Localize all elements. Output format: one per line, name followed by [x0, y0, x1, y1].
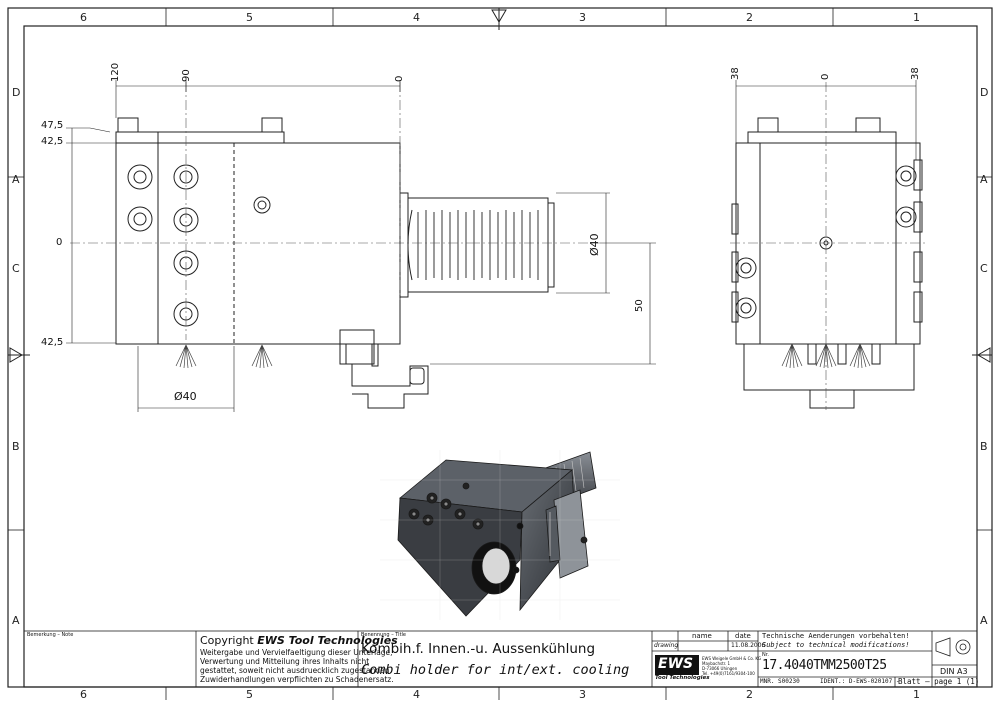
copyright-prefix: Copyright [200, 634, 258, 647]
zone-top-6: 6 [80, 11, 87, 24]
zone-bottom-3: 3 [579, 688, 586, 701]
dim-90: 90 [181, 69, 192, 82]
notice-english: Subject to technical modifications! [762, 641, 910, 649]
copyright-line-1: Weitergabe und Vervielfaeltigung dieser … [200, 648, 393, 657]
copyright-brand: EWS Tool Technologies [257, 634, 398, 647]
title-german: Kombih.f. Innen.-u. Aussenkühlung [361, 641, 596, 657]
zone-bottom-4: 4 [413, 688, 420, 701]
dim-0-left: 0 [56, 237, 63, 248]
company-line-1: EWS Weigele GmbH & Co. KG [702, 656, 762, 661]
dim-50: 50 [634, 299, 645, 312]
zone-left-c: C [12, 262, 20, 275]
part-number: 17.4040TMM2500T25 [762, 658, 887, 673]
dim-42-5-bottom: 42,5 [41, 337, 64, 348]
zone-bottom-6: 6 [80, 688, 87, 701]
zone-bottom-2: 2 [746, 688, 753, 701]
paper-format: DIN A3 [940, 667, 968, 676]
zone-top-1: 1 [913, 11, 920, 24]
nr-label: Nr. [762, 652, 769, 658]
dim-38-left: 38 [730, 67, 741, 80]
ews-logo-sub: Tool Technologies [655, 675, 710, 681]
zone-left-b: B [12, 440, 20, 453]
col-name: name [692, 632, 712, 640]
ews-logo: EWS [658, 656, 694, 672]
zone-top-2: 2 [746, 11, 753, 24]
company-line-4: Tel. +49(0)7161/9304-100 [702, 671, 755, 676]
notice-german: Technische Aenderungen vorbehalten! [762, 632, 910, 640]
dim-0-side: 0 [820, 73, 831, 80]
zone-bottom-1: 1 [913, 688, 920, 701]
zone-left-d: D [12, 86, 21, 99]
zone-left-a1: A [12, 173, 20, 186]
dim-120: 120 [110, 62, 121, 82]
dim-47-5: 47,5 [41, 120, 64, 131]
dim-38-right: 38 [910, 67, 921, 80]
col-date: date [735, 632, 751, 640]
zone-right-b: B [980, 440, 988, 453]
zone-bottom-5: 5 [246, 688, 253, 701]
company-line-2: Maybachstr. 1 [702, 661, 731, 666]
zone-right-c: C [980, 262, 988, 275]
copyright-heading: Copyright EWS Tool Technologies [200, 634, 398, 647]
company-line-3: D-73066 Uhingen [702, 666, 738, 671]
drawing-date: 11.08.2006 [731, 642, 766, 649]
remark-label: Bemerkung – Note [27, 632, 74, 638]
mnr: MNR. S00230 [760, 678, 800, 685]
copyright-line-4: Zuwiderhandlungen verpflichten zu Schade… [200, 675, 394, 684]
dim-0-front: 0 [394, 75, 405, 82]
ident: IDENT.: D-EWS-020107 - [820, 678, 900, 685]
zone-right-d: D [980, 86, 989, 99]
designation-label: Benennung – Title [361, 632, 406, 638]
zone-top-5: 5 [246, 11, 253, 24]
sheet-number: Blatt – page 1 (1) [898, 677, 980, 686]
copyright-line-3: gestattet, soweit nicht ausdruecklich zu… [200, 666, 392, 675]
zone-right-a2: A [980, 614, 988, 627]
dim-dia40-bottom: Ø40 [174, 390, 197, 403]
dim-42-5-top: 42,5 [41, 136, 64, 147]
dim-dia40-shank: Ø40 [588, 233, 601, 256]
zone-top-3: 3 [579, 11, 586, 24]
zone-right-a1: A [980, 173, 988, 186]
zone-left-a2: A [12, 614, 20, 627]
zone-top-4: 4 [413, 11, 420, 24]
row-drawing: drawing [654, 642, 679, 649]
title-english: Combi holder for int/ext. cooling [361, 662, 630, 678]
copyright-line-2: Verwertung und Mitteilung ihres Inhalts … [200, 657, 370, 666]
